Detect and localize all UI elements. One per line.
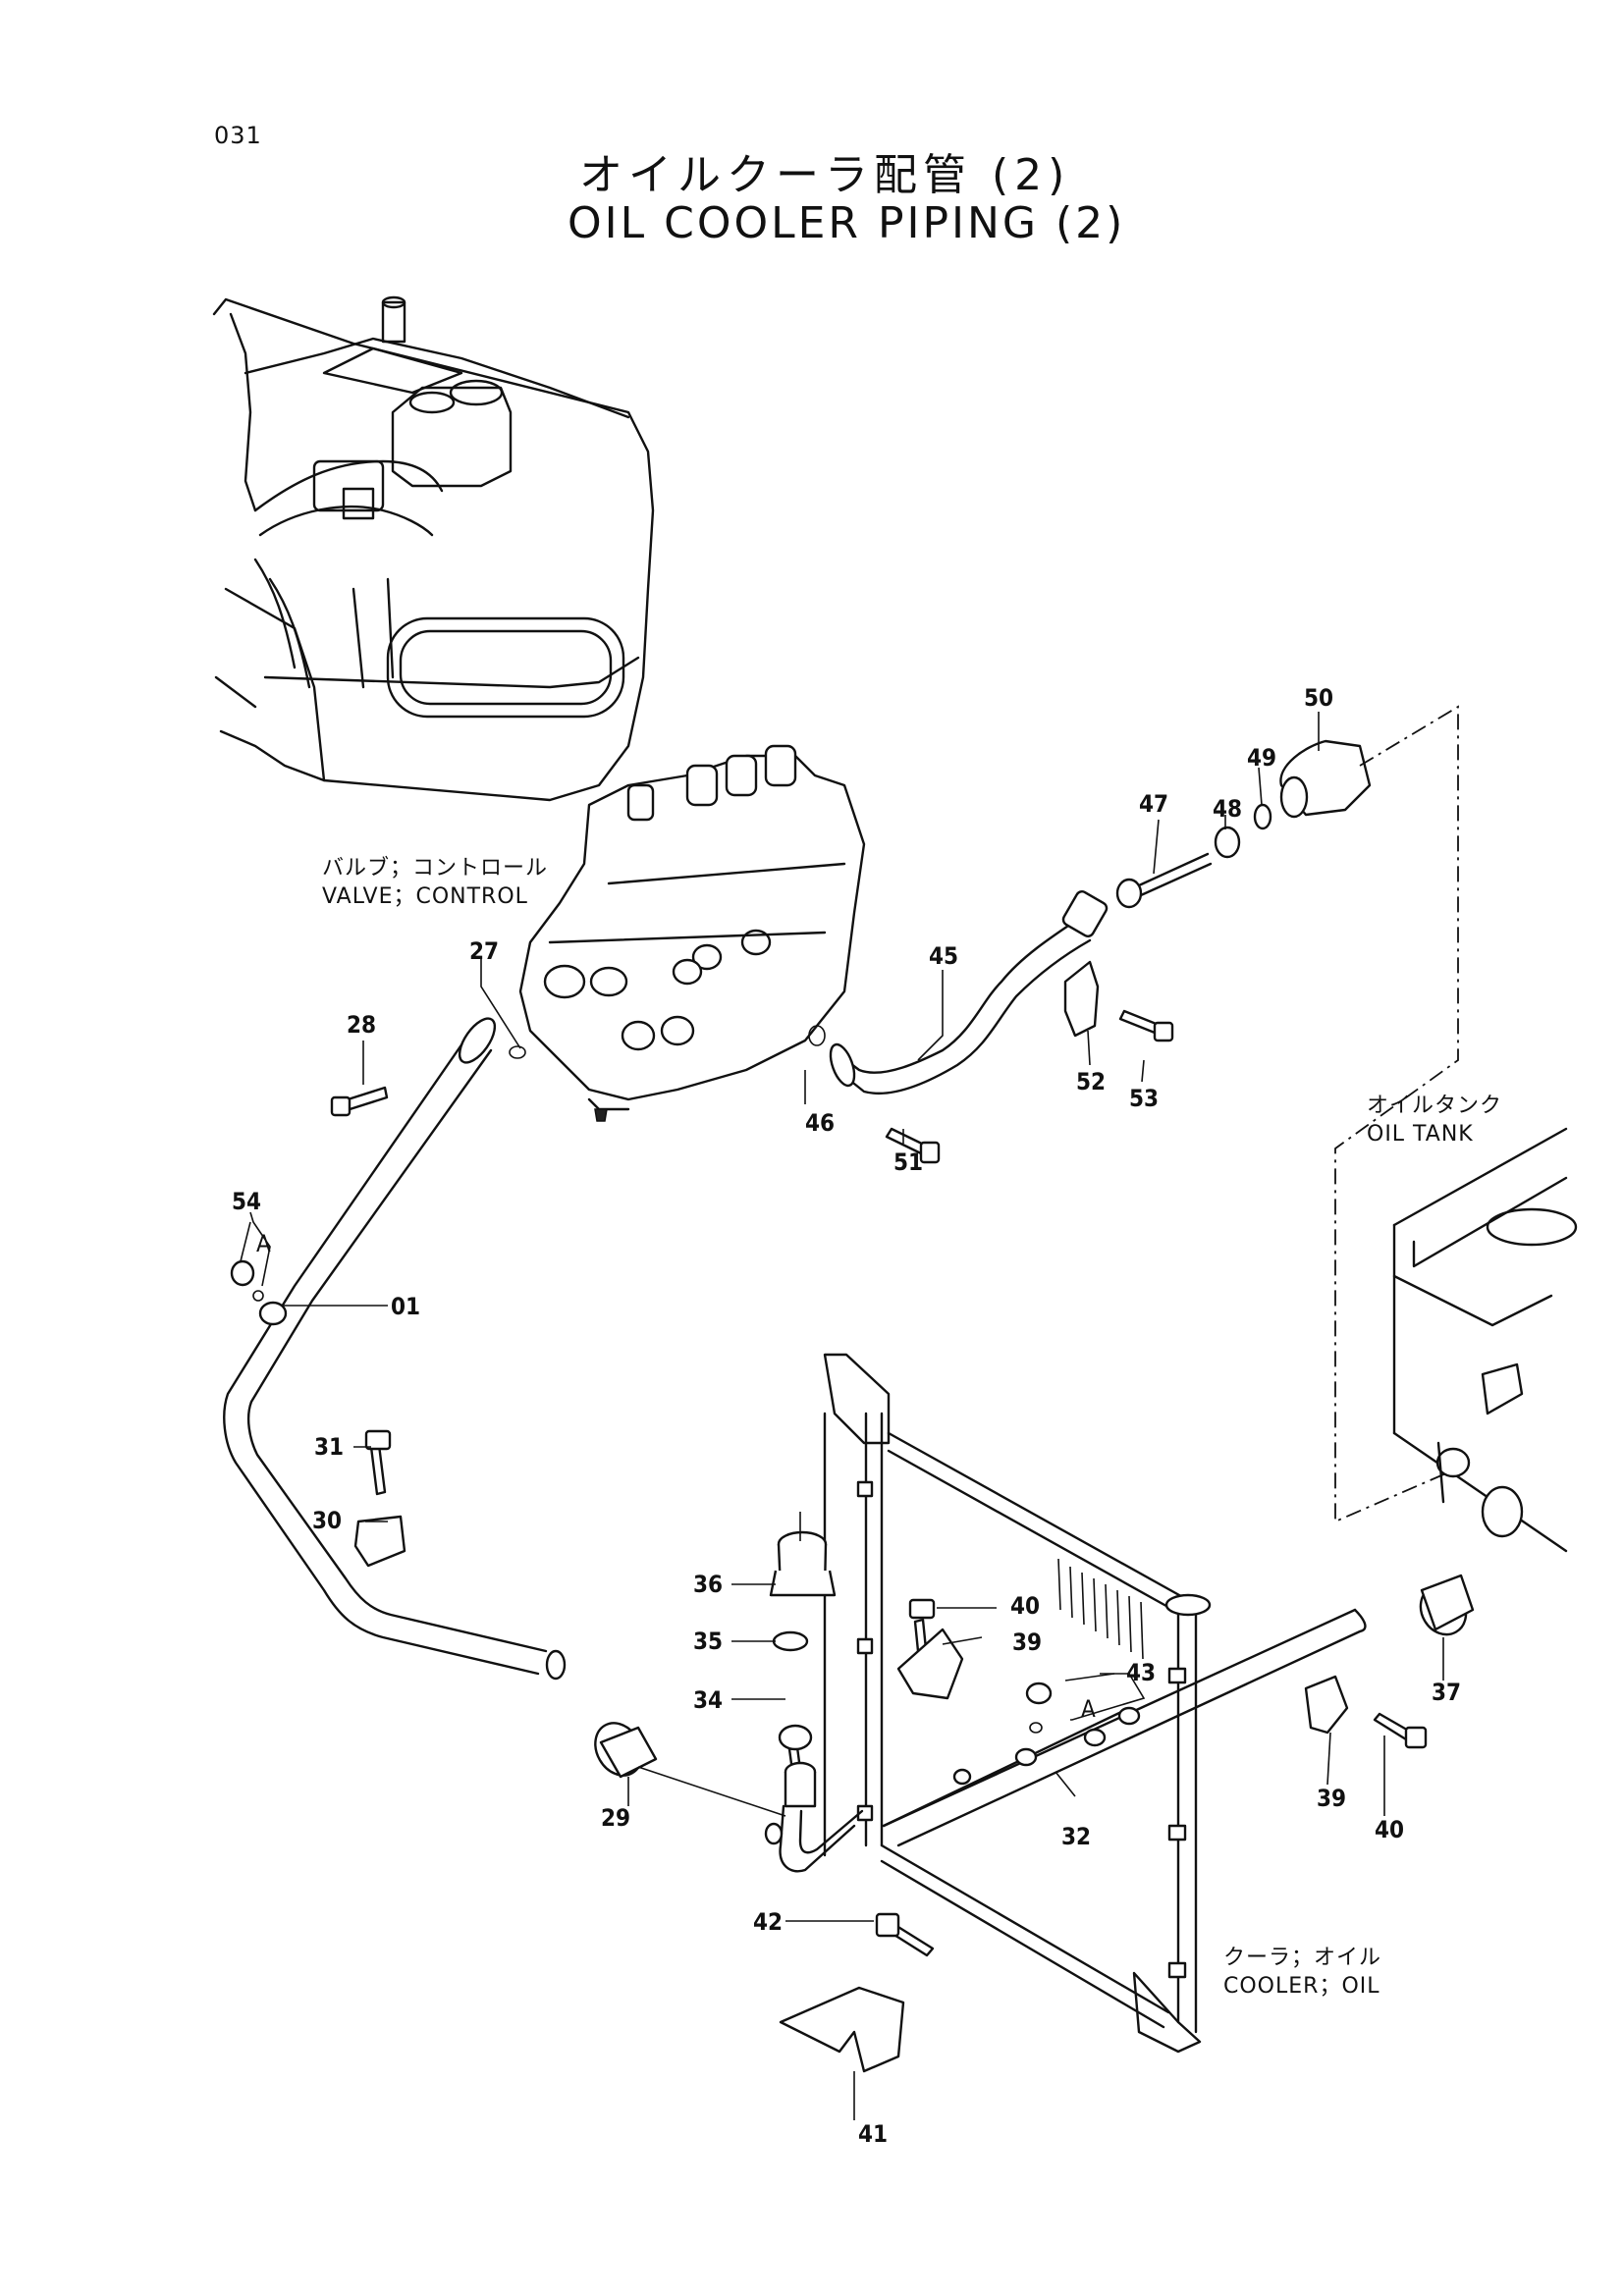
- part-number-label: 39: [1317, 1785, 1347, 1812]
- detail-marker-a: A: [256, 1230, 271, 1257]
- valve-control-label-jp: バルブ；コントロール: [322, 856, 549, 881]
- part-number-label: 36: [693, 1571, 724, 1598]
- part-number-label: 51: [893, 1148, 924, 1176]
- control-valve-illustration: [518, 744, 866, 1122]
- part-number-label: 42: [753, 1908, 784, 1936]
- oil-tank-label-en: OIL TANK: [1367, 1122, 1474, 1147]
- oil-tank-label-jp: オイルタンク: [1367, 1094, 1503, 1118]
- clamp-39-illustration: [1304, 1675, 1349, 1735]
- oil-tank-boundary-line: [1334, 705, 1459, 1523]
- part-number-label: 01: [391, 1293, 421, 1320]
- fitting-parts-47-50-illustration: [1115, 739, 1372, 909]
- plug-54-illustration: [230, 1259, 255, 1287]
- cooler-inlet-fittings-illustration: [764, 1530, 864, 1873]
- cooler-oil-label-en: COOLER；OIL: [1223, 1974, 1380, 1999]
- part-number-label: 34: [693, 1686, 724, 1714]
- hose-clamp-illustrations: [594, 1574, 1475, 1779]
- part-number-label: 30: [312, 1507, 343, 1534]
- part-number-label: 41: [858, 2120, 889, 2148]
- part-number-label: 45: [929, 942, 959, 970]
- valve-control-label-en: VALVE；CONTROL: [322, 884, 528, 909]
- part-number-label: 50: [1304, 684, 1334, 712]
- part-number-label: 28: [347, 1011, 377, 1039]
- pipe-32-illustration: [882, 1608, 1367, 1847]
- o-ring-27-illustration: [509, 1045, 526, 1059]
- part-number-label: 47: [1139, 790, 1169, 818]
- bracket-39-illustration: [896, 1628, 964, 1700]
- cooler-oil-label-jp: クーラ；オイル: [1223, 1946, 1382, 1970]
- pipe-01-illustration: [223, 1017, 567, 1681]
- part-number-label: 35: [693, 1628, 724, 1655]
- bracket-41-illustration: [779, 1986, 905, 2073]
- o-ring-46-illustration: [808, 1025, 826, 1046]
- part-number-label: 37: [1432, 1679, 1462, 1706]
- part-number-label: 48: [1213, 795, 1243, 823]
- cooler-oil-label: クーラ；オイル COOLER；OIL: [1223, 1944, 1381, 2001]
- oil-tank-label: オイルタンク OIL TANK: [1367, 1092, 1502, 1148]
- part-number-label: 46: [805, 1109, 836, 1137]
- pipe-45-illustration: [829, 890, 1109, 1095]
- part-number-label: 40: [1010, 1592, 1041, 1620]
- page-number: 031: [214, 122, 262, 149]
- part-number-label: 32: [1061, 1823, 1092, 1850]
- part-number-label: 52: [1076, 1068, 1107, 1095]
- part-number-label: 49: [1247, 744, 1277, 772]
- page-title-japanese: オイルクーラ配管 (2): [579, 150, 1071, 200]
- part-number-label: 43: [1126, 1659, 1157, 1686]
- leader-lines: [240, 712, 1444, 2120]
- part-number-label: 54: [232, 1188, 262, 1215]
- clamp-30-illustration: [353, 1515, 406, 1568]
- oil-tank-illustration: [1392, 1127, 1578, 1553]
- part-number-label: 53: [1129, 1085, 1160, 1112]
- oil-cooler-illustration: [823, 1353, 1212, 2054]
- part-number-label: 40: [1375, 1816, 1405, 1843]
- valve-control-label: バルブ；コントロール VALVE；CONTROL: [322, 854, 548, 911]
- part-number-label: 39: [1012, 1629, 1043, 1656]
- plug-43-illustration: [1025, 1682, 1053, 1734]
- clamp-52-illustration: [1063, 960, 1100, 1038]
- machine-body-illustration: [212, 295, 655, 802]
- detail-marker-a: A: [1081, 1695, 1096, 1723]
- part-number-label: 31: [314, 1433, 345, 1461]
- bolt-illustrations: [330, 1009, 1428, 1957]
- part-number-label: 27: [469, 937, 500, 965]
- page-title-english: OIL COOLER PIPING (2): [568, 198, 1126, 248]
- part-number-label: 29: [601, 1804, 631, 1832]
